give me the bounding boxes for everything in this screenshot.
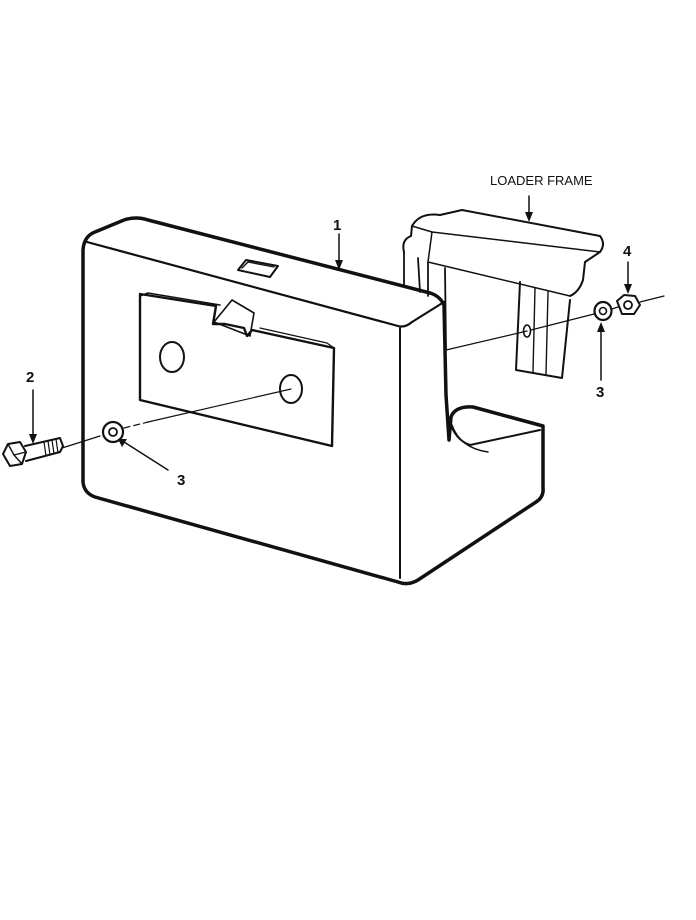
loader-frame	[402, 209, 604, 379]
counterweight-block	[81, 216, 545, 586]
washer-right	[593, 300, 613, 322]
callout-1: 1	[333, 217, 341, 234]
label-loader-frame: LOADER FRAME	[490, 173, 593, 188]
mounting-plate	[138, 292, 336, 448]
callout-3-left: 3	[177, 472, 185, 489]
callout-2: 2	[26, 369, 34, 386]
plate-hole-left	[159, 341, 185, 373]
hex-nut	[616, 294, 641, 315]
assembly-lines	[61, 295, 665, 449]
plate-hole-right	[279, 374, 303, 404]
callout-4: 4	[623, 243, 632, 260]
leader-arrows	[29, 195, 632, 471]
washer-left	[101, 420, 125, 444]
callout-3-right: 3	[596, 384, 604, 401]
bolt	[2, 437, 64, 467]
